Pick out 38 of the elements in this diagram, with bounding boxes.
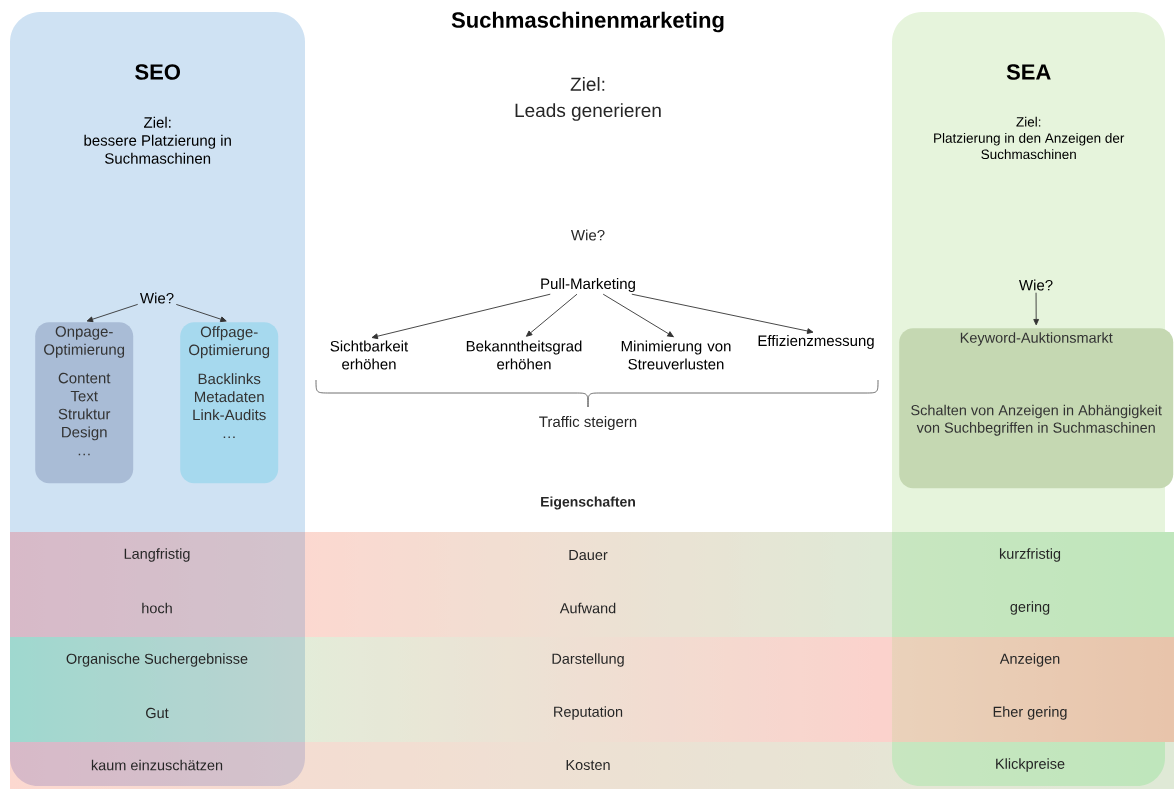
question-text: Wie? <box>1019 279 1053 291</box>
method-box: Offpage-Optimierung Backlinks Metadaten Link-Audits … <box>180 322 279 484</box>
property-value: Gut <box>146 707 169 719</box>
property-name: Aufwand <box>559 602 616 614</box>
goal-text: Effizienzmessung <box>758 335 874 349</box>
topic-text: Pull-Marketing <box>541 278 635 292</box>
property-value: Eher gering <box>993 706 1067 720</box>
arrow <box>86 303 139 323</box>
goal-text: Minimierung von Streuverlusten <box>621 340 731 370</box>
property-value: kaum einzuschätzen <box>91 759 223 771</box>
property-name: Kosten <box>566 759 610 771</box>
goal-text: Bekanntheitsgrad erhöhen <box>466 340 582 370</box>
property-name: Dauer <box>569 549 608 561</box>
property-name: Darstellung <box>552 653 624 667</box>
property-value: Klickpreise <box>996 758 1065 772</box>
property-value: gering <box>1010 601 1050 615</box>
section-heading: Eigenschaften <box>541 496 635 510</box>
method-box: Keyword-Auktionsmarkt Schalten von Anzeigen in Abhängigkeit von Suchbegriffen in Suchmaschinen <box>899 328 1174 489</box>
property-value: Anzeigen <box>999 653 1060 667</box>
method-box: Onpage-Optimierung Content Text Struktur Design … <box>35 322 134 484</box>
question-text: Wie? <box>140 292 174 304</box>
title: Suchmaschinenmarketing <box>451 11 724 33</box>
arrow <box>371 293 551 340</box>
arrow <box>525 293 578 337</box>
property-name: Reputation <box>554 706 623 720</box>
property-value: Organische Suchergebnisse <box>66 653 248 667</box>
property-value: Langfristig <box>124 548 190 562</box>
arrow <box>175 303 227 323</box>
summary-text: Traffic steigern <box>539 416 637 430</box>
goal-heading: Ziel: <box>570 77 605 91</box>
question-text: Wie? <box>571 229 605 241</box>
property-value: kurzfristig <box>999 548 1061 562</box>
goal-text: Sichtbarkeit erhöhen <box>330 340 409 370</box>
arrow <box>631 293 814 334</box>
arrow <box>602 293 674 338</box>
arrow <box>1033 292 1040 326</box>
property-value: hoch <box>142 602 172 614</box>
goal-heading: Leads generieren <box>515 103 661 121</box>
